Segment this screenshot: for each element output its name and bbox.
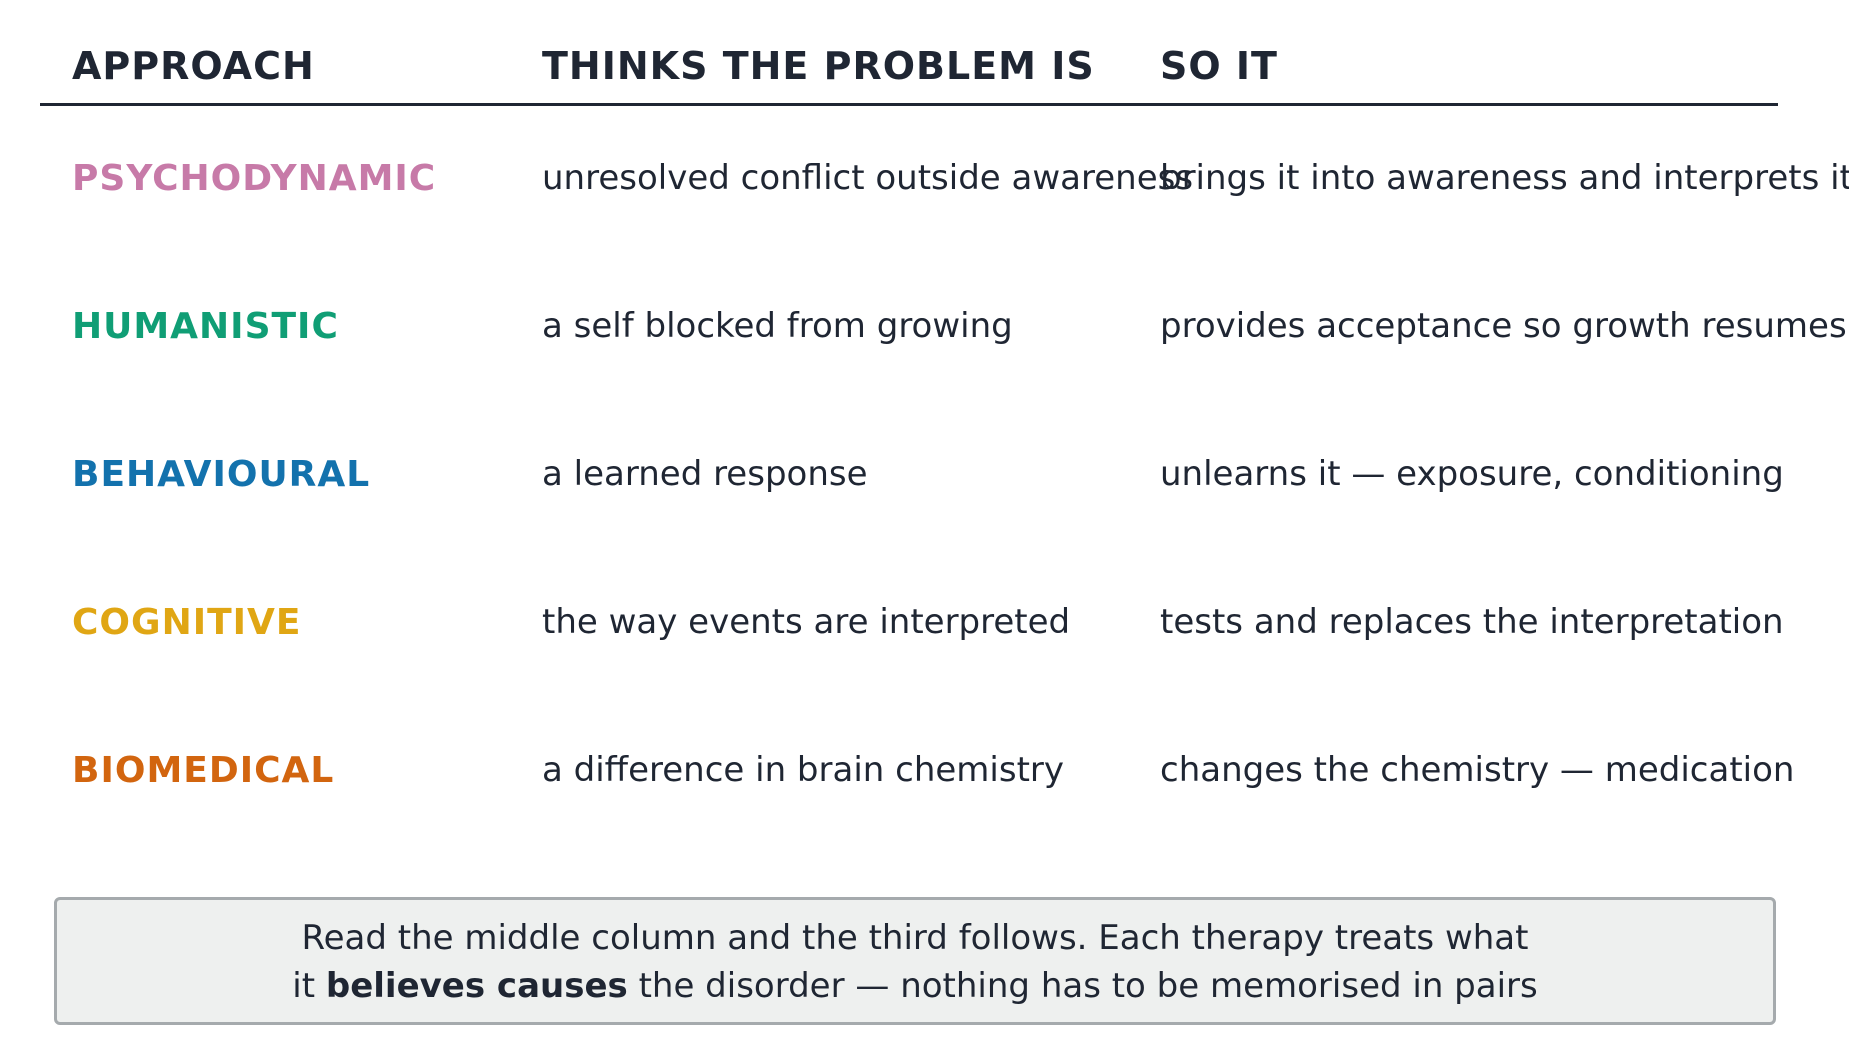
problem-cell: a learned response <box>542 454 868 494</box>
summary-line-2-start: it <box>292 966 326 1006</box>
approach-behavioural: BEHAVIOURAL <box>72 454 371 495</box>
summary-line-1: Read the middle column and the third fol… <box>301 918 1529 958</box>
so-it-cell: unlearns it — exposure, conditioning <box>1160 454 1784 494</box>
header-divider <box>40 103 1778 106</box>
approach-cognitive: COGNITIVE <box>72 602 302 643</box>
table-row: BIOMEDICAL a difference in brain chemist… <box>0 700 1849 848</box>
table-row: HUMANISTIC a self blocked from growing p… <box>0 256 1849 404</box>
column-header-approach: APPROACH <box>72 44 315 88</box>
table-header: APPROACH THINKS THE PROBLEM IS SO IT <box>0 0 1849 108</box>
table-row: COGNITIVE the way events are interpreted… <box>0 552 1849 700</box>
table-row: PSYCHODYNAMIC unresolved conflict outsid… <box>0 108 1849 256</box>
problem-cell: a self blocked from growing <box>542 306 1013 346</box>
approach-biomedical: BIOMEDICAL <box>72 750 335 791</box>
so-it-cell: tests and replaces the interpretation <box>1160 602 1784 642</box>
summary-note: Read the middle column and the third fol… <box>54 897 1776 1025</box>
so-it-cell: brings it into awareness and interprets … <box>1160 158 1849 198</box>
summary-emphasis: believes causes <box>325 966 628 1006</box>
so-it-cell: changes the chemistry — medication <box>1160 750 1795 790</box>
problem-cell: unresolved conflict outside awareness <box>542 158 1194 198</box>
so-it-cell: provides acceptance so growth resumes <box>1160 306 1847 346</box>
table-row: BEHAVIOURAL a learned response unlearns … <box>0 404 1849 552</box>
problem-cell: a difference in brain chemistry <box>542 750 1065 790</box>
approach-humanistic: HUMANISTIC <box>72 306 339 347</box>
column-header-so-it: SO IT <box>1160 44 1278 88</box>
summary-line-2: it believes causes the disorder — nothin… <box>57 962 1773 1010</box>
problem-cell: the way events are interpreted <box>542 602 1071 642</box>
summary-line-2-end: the disorder — nothing has to be memoris… <box>627 966 1538 1006</box>
approach-psychodynamic: PSYCHODYNAMIC <box>72 158 437 199</box>
column-header-problem: THINKS THE PROBLEM IS <box>542 44 1095 88</box>
